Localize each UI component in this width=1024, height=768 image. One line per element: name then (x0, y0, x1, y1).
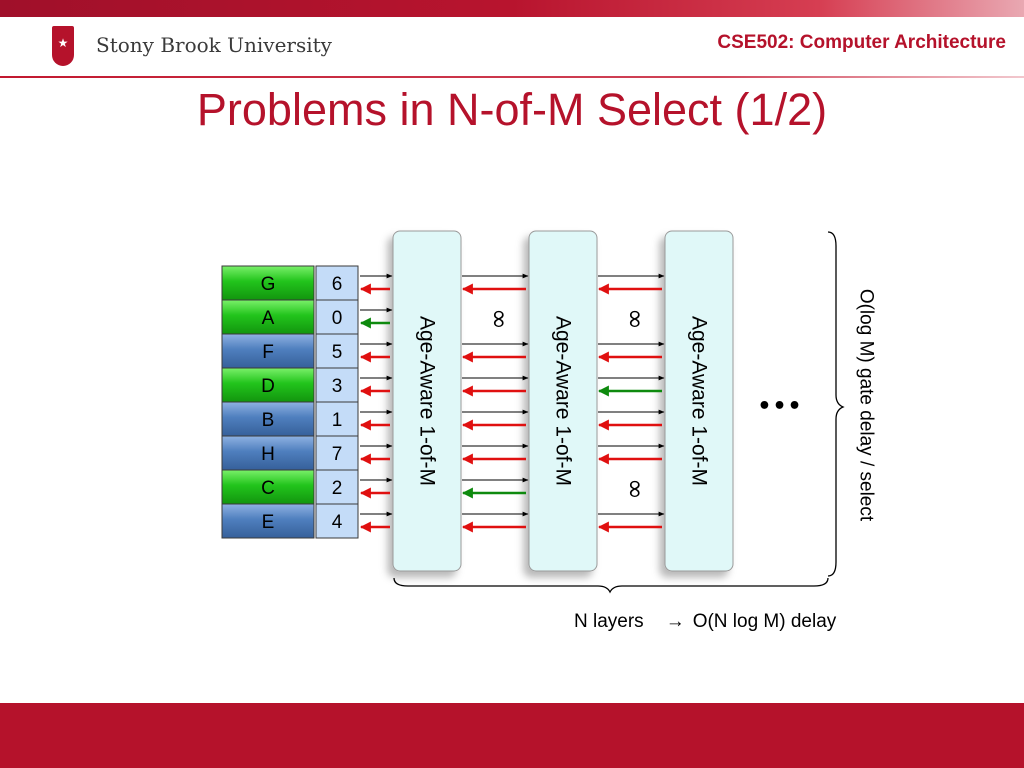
slide-title: Problems in N-of-M Select (1/2) (196, 84, 828, 135)
instruction-name: F (262, 342, 274, 363)
instruction-cell (221, 503, 315, 539)
selector-label: Age-Aware 1-of-M (552, 316, 575, 486)
selector-stages: Age-Aware 1-of-M Age-Aware 1-of-M Age-Awar… (392, 230, 734, 572)
university-shield-logo: ★ (52, 26, 74, 66)
instruction-cell (221, 367, 315, 403)
instruction-name: D (261, 376, 275, 397)
course-label: CSE502: Computer Architecture (717, 32, 1006, 53)
selector-label: Age-Aware 1-of-M (416, 316, 439, 486)
age-cell (315, 333, 359, 369)
age-cell (315, 367, 359, 403)
infinity-age-mark: ∞ (620, 308, 650, 330)
header-divider (0, 76, 1024, 78)
instruction-age: 0 (332, 308, 343, 329)
bottom-accent-bar (0, 703, 1024, 768)
instruction-cell (221, 435, 315, 471)
gate-delay-label: O(log M) gate delay / select (856, 289, 877, 522)
age-aware-selector (664, 230, 734, 572)
instruction-queue: G 6A 0F 5D 3B 1H 7C 2E 4 (221, 265, 359, 539)
age-cell (315, 435, 359, 471)
request-grant-wires (359, 273, 665, 533)
delay-summary: N layers → O(N log M) delay (574, 611, 836, 633)
instruction-age: 1 (332, 410, 343, 431)
age-aware-selector (392, 230, 462, 572)
instruction-name: A (262, 308, 275, 329)
instruction-name: H (261, 444, 275, 465)
instruction-cell (221, 333, 315, 369)
age-cell (315, 469, 359, 505)
instruction-cell (221, 265, 315, 301)
layers-label: N layers (574, 611, 644, 632)
infinity-age-mark: ∞ (484, 308, 514, 330)
instruction-age: 5 (332, 342, 343, 363)
bottom-brace (393, 577, 829, 594)
age-cell (315, 401, 359, 437)
age-aware-selector (528, 230, 598, 572)
instruction-name: G (261, 274, 276, 295)
delay-label: O(N log M) delay (692, 611, 837, 632)
instruction-name: E (262, 512, 275, 533)
right-arrow-icon: → (665, 611, 685, 632)
annotations: ∞ ∞ ∞ ••• O(log M) gate delay / select (393, 231, 877, 594)
university-name: Stony Brook University (96, 33, 332, 57)
instruction-name: C (261, 478, 275, 499)
instruction-name: B (262, 410, 275, 431)
selector-label: Age-Aware 1-of-M (688, 316, 711, 486)
instruction-age: 3 (332, 376, 343, 397)
instruction-age: 6 (332, 274, 343, 295)
infinity-age-mark: ∞ (620, 478, 650, 500)
instruction-age: 4 (332, 512, 343, 533)
instruction-age: 7 (332, 444, 343, 465)
more-stages-ellipsis: ••• (757, 394, 802, 419)
right-brace (827, 231, 845, 577)
instruction-age: 2 (332, 478, 343, 499)
top-accent-bar (0, 0, 1024, 17)
star-icon: ★ (57, 36, 69, 50)
age-cell (315, 503, 359, 539)
instruction-cell (221, 469, 315, 505)
